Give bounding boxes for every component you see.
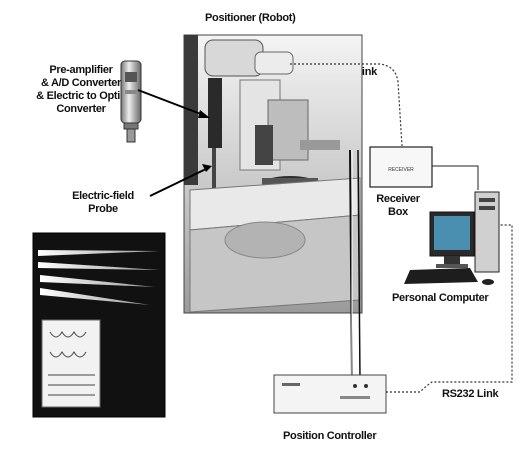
position-controller-label: Position Controller	[283, 430, 377, 442]
rs232-link-label: RS232 Link	[442, 388, 499, 400]
probe-arrow	[149, 164, 212, 197]
positioner-robot-label: Positioner (Robot)	[205, 12, 296, 24]
receiver-box-text: RECEIVER	[388, 167, 414, 173]
position-controller	[273, 374, 387, 414]
preamp-label: Pre-amplifier & A/D Converter & Electric…	[36, 64, 126, 115]
personal-computer-label: Personal Computer	[392, 292, 489, 304]
electric-field-probe-label: Electric-field Probe	[72, 190, 134, 215]
probe-photo	[32, 232, 166, 418]
receiver-box-label: Receiver Box	[376, 193, 420, 218]
preamp-arrow	[137, 89, 210, 118]
personal-computer	[404, 191, 500, 285]
preamp-device	[120, 60, 142, 143]
robot-photo	[183, 34, 363, 381]
optic-fiber-link-line	[290, 63, 403, 147]
receiver-pc-link	[432, 165, 479, 190]
receiver-box: RECEIVER	[369, 146, 433, 188]
